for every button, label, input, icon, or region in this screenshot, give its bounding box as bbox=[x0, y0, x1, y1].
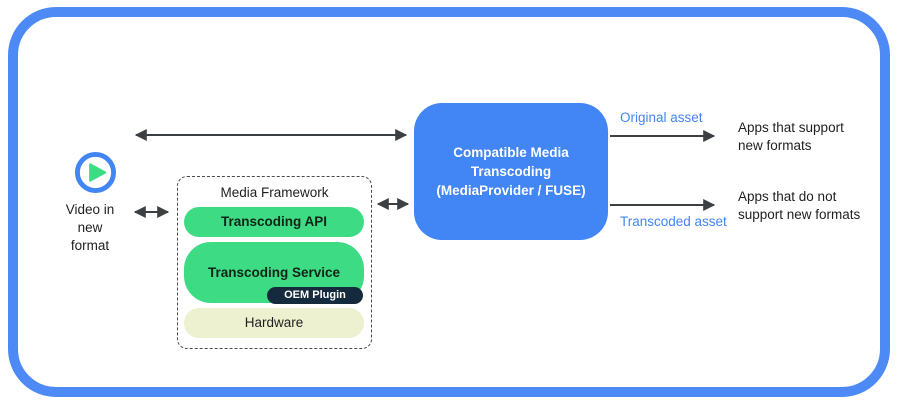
video-source-line: new bbox=[77, 220, 103, 235]
apps-no-support-line: support new formats bbox=[738, 206, 861, 222]
apps-no-support-line: Apps that do not bbox=[738, 189, 837, 204]
hardware-layer: Hardware bbox=[184, 308, 364, 338]
diagram-rounded-frame bbox=[8, 7, 890, 397]
apps-support-line: Apps that support bbox=[738, 120, 844, 135]
apps-support-line: new formats bbox=[738, 137, 812, 153]
transcoder-line: (MediaProvider / FUSE) bbox=[436, 183, 586, 198]
original-asset-label: Original asset bbox=[620, 110, 703, 125]
media-framework-box: Media Framework Transcoding API Transcod… bbox=[177, 176, 372, 349]
play-icon bbox=[74, 151, 117, 194]
compatible-media-transcoding-box: Compatible Media Transcoding (MediaProvi… bbox=[414, 103, 608, 240]
transcoded-asset-label: Transcoded asset bbox=[620, 214, 727, 229]
video-source-label: Video in new format bbox=[50, 201, 130, 255]
transcoding-api-layer: Transcoding API bbox=[184, 207, 364, 237]
oem-plugin-badge: OEM Plugin bbox=[267, 287, 363, 304]
transcoder-line: Transcoding bbox=[470, 164, 552, 179]
apps-no-support-label: Apps that do not support new formats bbox=[738, 188, 860, 223]
video-source-line: format bbox=[70, 238, 110, 253]
media-framework-title: Media Framework bbox=[220, 185, 329, 200]
transcoder-line: Compatible Media bbox=[453, 145, 569, 160]
apps-support-label: Apps that support new formats bbox=[738, 119, 844, 154]
video-source-line: Video in bbox=[65, 202, 115, 217]
